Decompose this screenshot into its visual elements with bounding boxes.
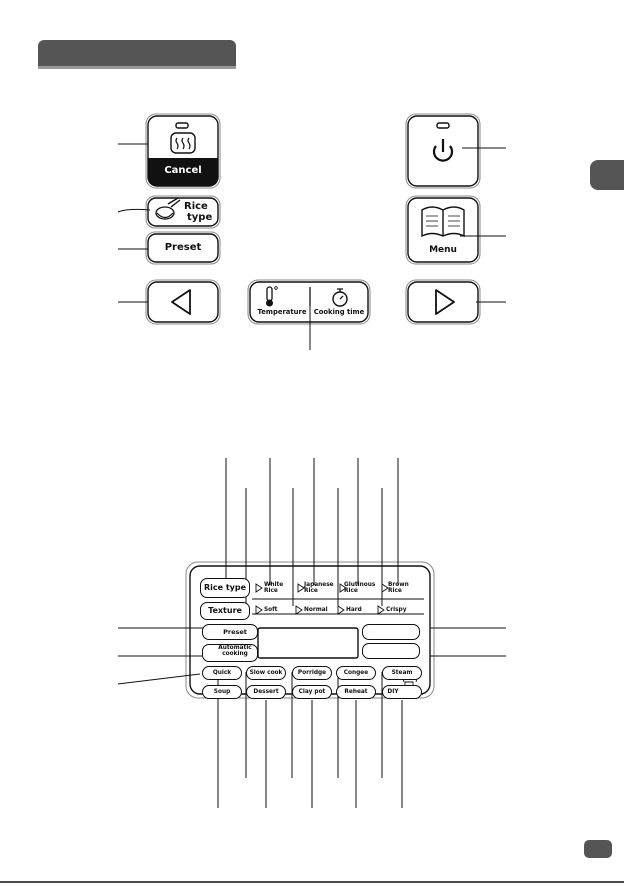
texture-hard: Hard	[346, 607, 362, 613]
panel-texture: Texture	[200, 607, 250, 615]
panel-rice-type: Rice type	[200, 584, 250, 592]
panel-preset: Preset	[212, 629, 258, 636]
menu-soup: Soup	[202, 689, 242, 695]
menu-slow-cook: Slow cook	[246, 670, 286, 676]
menu-reheat: Reheat	[336, 689, 376, 695]
panel-temperature-pill[interactable]	[362, 624, 420, 640]
menu-congee: Congee	[336, 670, 376, 676]
power-button[interactable]	[408, 116, 478, 186]
temperature-label: Temperature	[254, 309, 310, 316]
display-screen	[258, 628, 358, 658]
cooking-time-label: Cooking time	[312, 309, 366, 316]
cancel-label: Cancel	[148, 166, 218, 176]
menu-diy: DIY	[382, 689, 404, 695]
rice-type-line2: type	[187, 213, 212, 223]
menu-label: Menu	[408, 246, 478, 255]
texture-normal: Normal	[304, 607, 328, 613]
menu-dessert: Dessert	[246, 689, 286, 695]
menu-steam: Steam	[382, 670, 422, 676]
rice-type-line1: Rice	[184, 202, 208, 212]
menu-quick: Quick	[202, 670, 242, 676]
panel-timer-pill[interactable]	[362, 643, 420, 659]
menu-clay-pot: Clay pot	[292, 689, 332, 695]
preset-label: Preset	[148, 243, 218, 253]
menu-porridge: Porridge	[292, 670, 332, 676]
texture-crispy: Crispy	[386, 607, 406, 613]
texture-soft: Soft	[264, 607, 277, 613]
